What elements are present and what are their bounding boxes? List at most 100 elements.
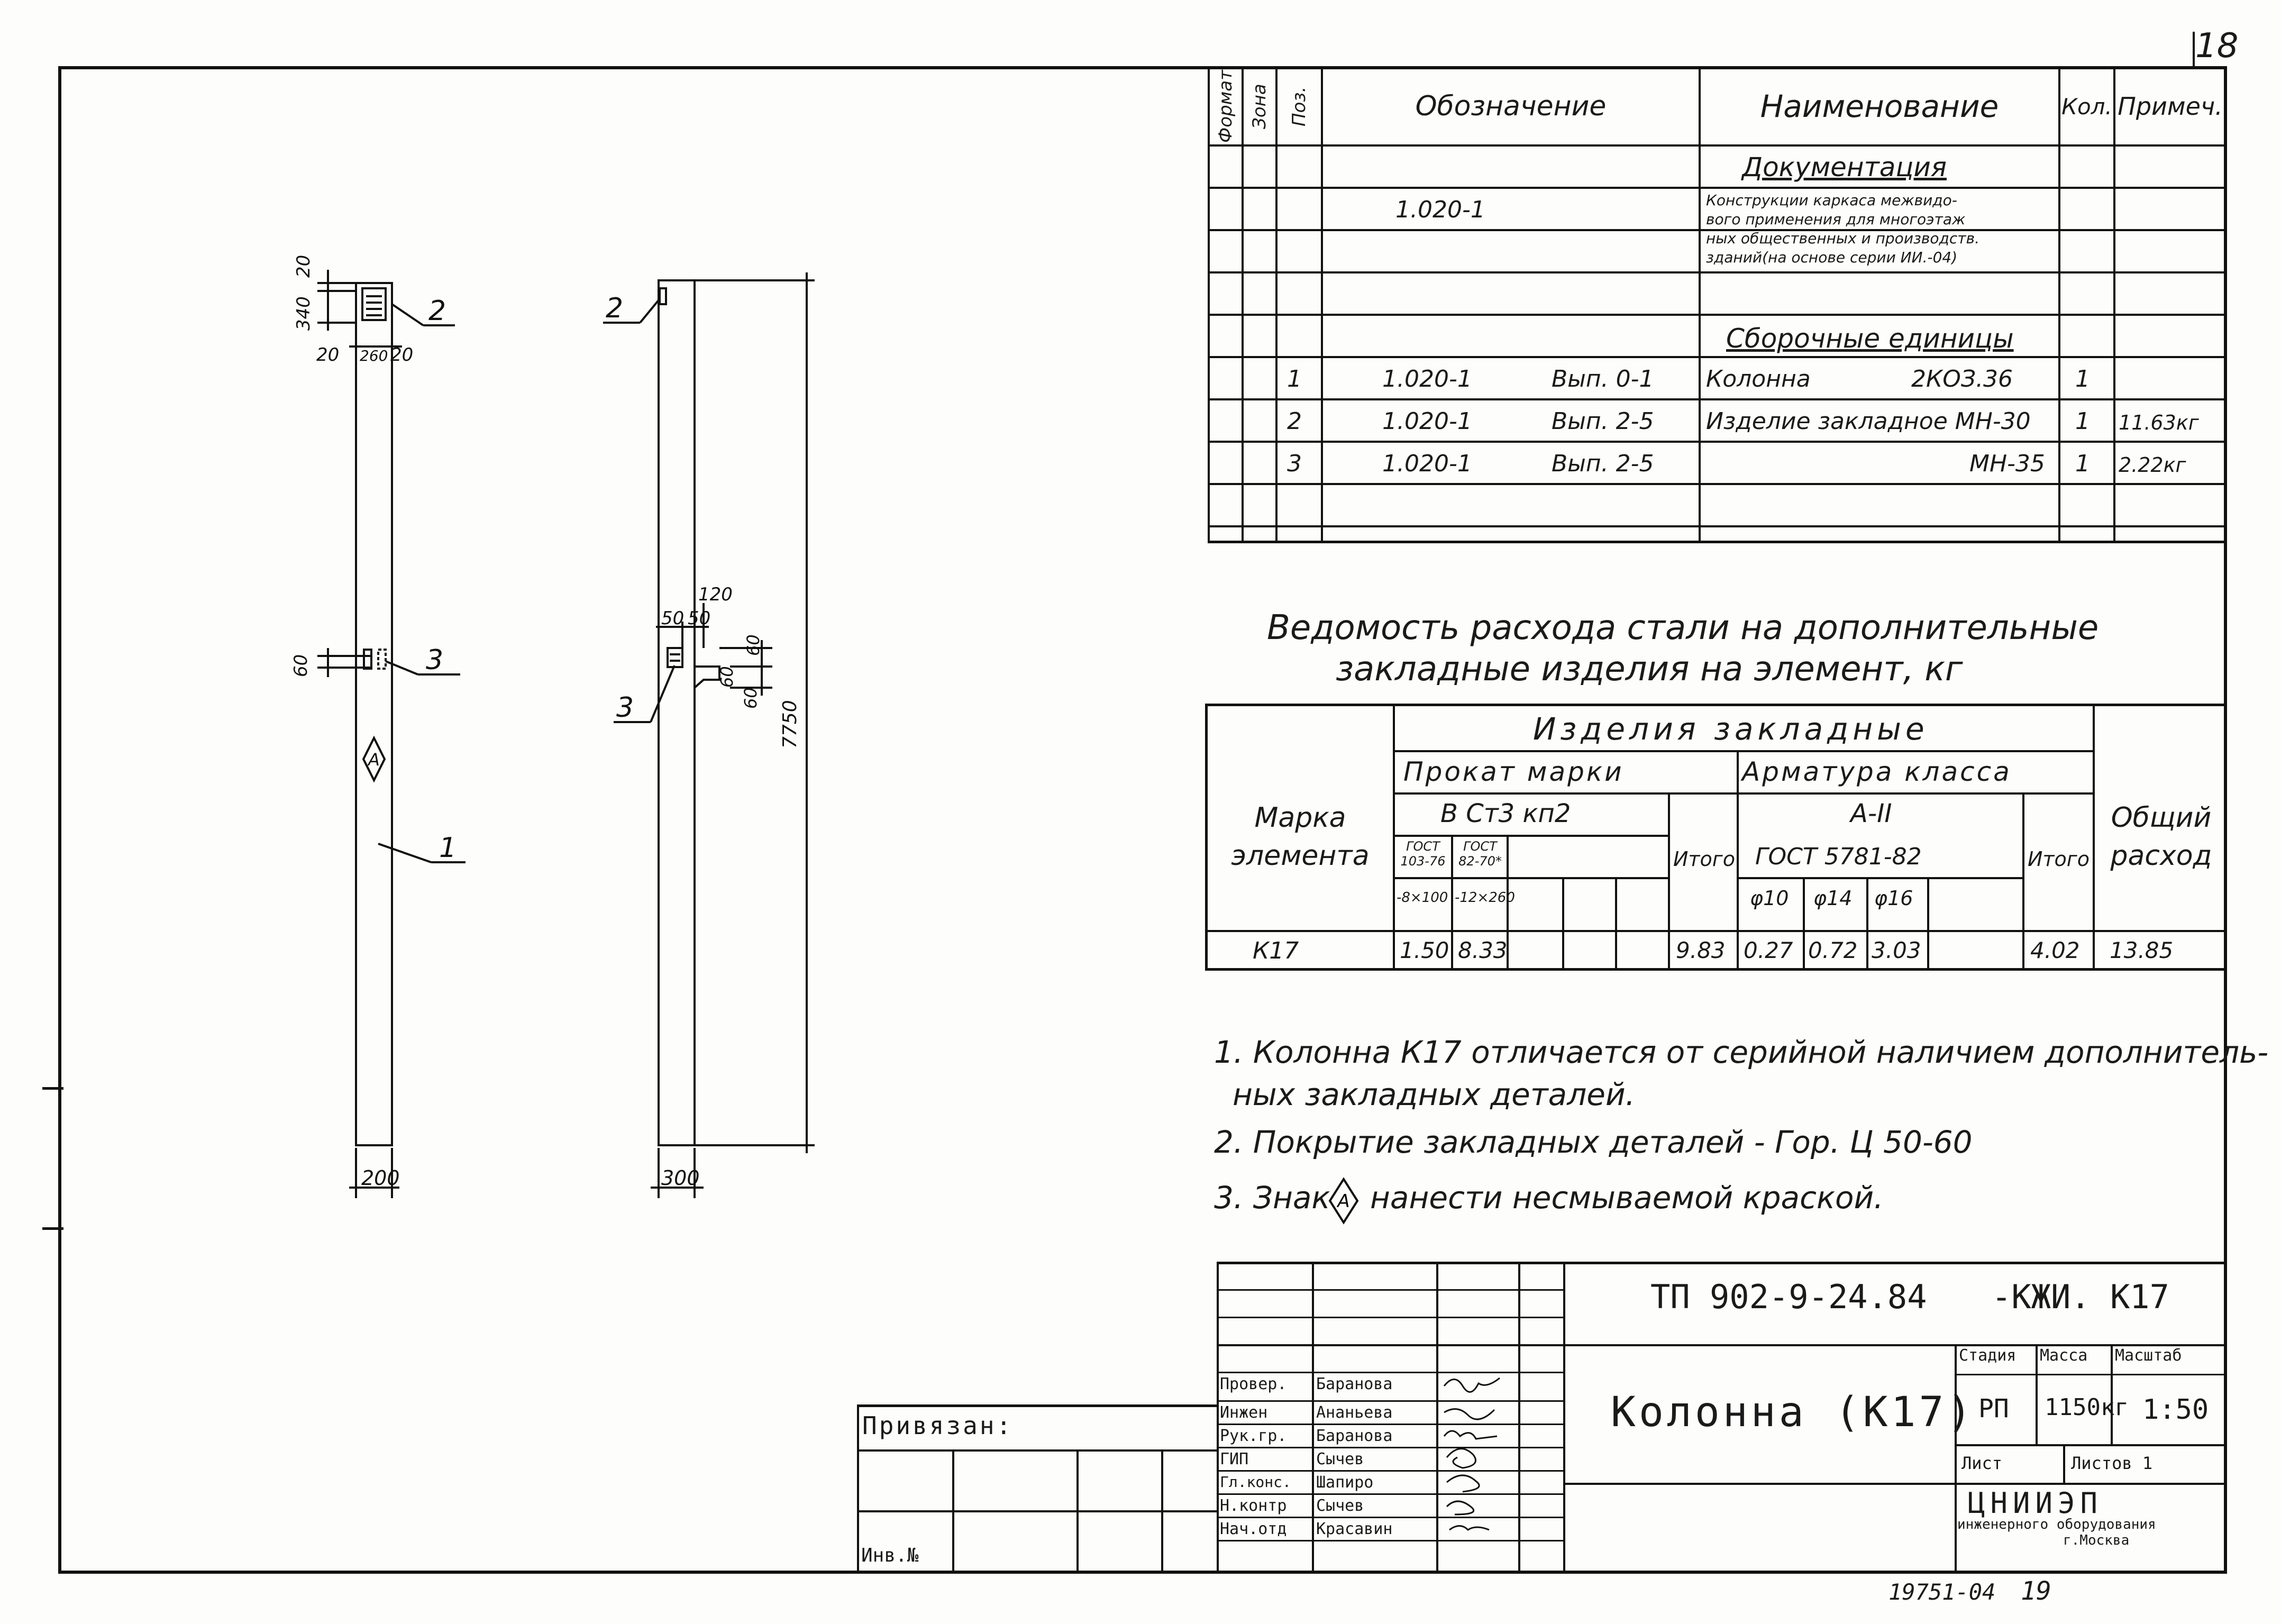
steel-h-size1: -8×100 [1397,890,1448,906]
privyazan-label: Привязан: [862,1411,1014,1440]
svg-text:2: 2 [428,295,446,327]
svg-text:60: 60 [717,666,737,688]
drawing-title: Колонна (К17) [1611,1389,1975,1436]
column-drawing: 20 340 20 260 20 60 200 А 2 3 1 120 50 5… [290,255,815,1198]
column-front-view [355,282,393,1146]
steel-h-d16: φ16 [1874,887,1913,910]
steel-title-line1: Ведомость расхода стали на дополнительны… [1267,608,2099,647]
header-zone: Зона [1242,66,1278,147]
sheets-label: Листов 1 [2071,1453,2153,1473]
page-number: 19 [2021,1576,2051,1606]
staff-role: Нач.отд [1220,1520,1287,1538]
header-pos: Поз. [1275,66,1323,147]
row3-mark: МН-35 [1969,450,2045,477]
svg-text:50: 50 [661,608,684,629]
header-qty: Кол. [2058,66,2115,147]
note-3: 3. Знак [1214,1180,1330,1216]
header-designation: Обозначение [1321,66,1701,147]
steel-h-mark: Марка элемента [1231,802,1370,872]
header-note: Примеч. [2113,66,2227,147]
stage-value: РП [1978,1394,2009,1424]
title-suffix: -КЖИ. К17 [1992,1278,2169,1316]
svg-text:260: 260 [360,347,388,364]
row2-note: 11.63кг [2119,411,2199,434]
header-format: Формат [1208,66,1244,147]
row2-name: Изделие закладное МН-30 [1706,408,2031,435]
row2-designation: 1.020-1 [1382,408,1472,435]
section-assembly-units: Сборочные единицы [1726,323,2014,354]
diamond-sign-icon: А [1328,1177,1359,1225]
stage-label: Стадия [1959,1346,2017,1365]
steel-consumption-table: Изделия закладные Прокат марки Арматура … [1205,704,2227,971]
svg-text:А: А [1336,1191,1349,1212]
org-city: г.Москва [2063,1532,2130,1548]
steel-row-mark: К17 [1253,937,1299,964]
svg-text:1: 1 [439,832,457,864]
title-block: ТП 902-9-24.84 -КЖИ. К17 Колонна (К17) С… [1217,1262,2227,1574]
sheet-number: 18 [2195,26,2239,66]
note-1: 1. Колонна К17 отличается от серийной на… [1214,1034,2269,1070]
svg-text:3: 3 [426,644,443,676]
steel-row-v2: 8.33 [1458,937,1508,963]
header-name: Наименование [1699,66,2060,147]
steel-row-r10: 0.27 [1744,937,1793,963]
column-side-view [658,279,696,1146]
steel-row-r14: 0.72 [1808,937,1858,963]
row1-issue: Вып. 0-1 [1552,366,1654,393]
row1-qty: 1 [2075,366,2090,393]
section-documentation: Документация [1742,152,1947,183]
steel-h-rebar: Арматура класса [1742,756,2012,787]
svg-text:20: 20 [390,344,413,366]
staff-role: Н.контр [1220,1497,1287,1515]
svg-text:120: 120 [698,584,733,605]
staff-name: Шапиро [1316,1473,1374,1492]
steel-h-gost-rebar: ГОСТ 5781-82 [1755,843,1922,870]
steel-row-sub1: 9.83 [1676,937,1726,963]
scale-label: Масштаб [2115,1346,2182,1365]
sheet-label: Лист [1961,1453,2003,1473]
row2-pos: 2 [1287,408,1302,435]
steel-h-d14: φ14 [1813,887,1853,910]
row3-designation: 1.020-1 [1382,450,1472,477]
svg-text:2: 2 [606,293,623,324]
svg-text:20: 20 [316,344,339,366]
steel-h-gost2: ГОСТ 82-70* [1458,839,1502,869]
steel-h-d10: φ10 [1750,887,1789,910]
doc-name: Конструкции каркаса межвидо- вого примен… [1706,191,1980,266]
svg-text:А: А [367,750,380,770]
sheet-number-tick [2193,32,2195,69]
svg-text:7750: 7750 [779,700,801,749]
svg-text:50: 50 [688,608,710,629]
note-2: 2. Покрытие закладных деталей - Гор. Ц 5… [1214,1124,1973,1160]
staff-name: Сычев [1316,1450,1364,1468]
steel-title-line2: закладные изделия на элемент, кг [1336,650,1963,689]
note-1-cont: ных закладных деталей. [1233,1076,1636,1112]
staff-name: Баранова [1316,1427,1393,1445]
svg-text:300: 300 [661,1166,700,1190]
steel-h-grade: В Ст3 кп2 [1440,799,1571,828]
staff-role: Провер. [1220,1375,1287,1393]
row3-pos: 3 [1287,450,1302,477]
staff-name: Ананьева [1316,1403,1393,1422]
steel-h-itogo1: Итого [1673,847,1736,871]
steel-h-class: А-II [1850,799,1892,828]
row2-qty: 1 [2075,408,2090,435]
mass-label: Масса [2040,1346,2088,1365]
steel-h-itogo2: Итого [2028,847,2090,871]
staff-role: Гл.конс. [1220,1473,1291,1491]
steel-row-v1: 1.50 [1400,937,1449,963]
steel-row-sub2: 4.02 [2030,937,2080,963]
steel-h-rolled: Прокат марки [1403,756,1624,787]
svg-text:60: 60 [743,634,763,656]
steel-h-size2: -12×260 [1455,890,1515,906]
specification-table: Формат Зона Поз. Обозначение Наименовани… [1208,66,2227,542]
staff-name: Сычев [1316,1497,1364,1515]
row2-issue: Вып. 2-5 [1552,408,1654,435]
row3-issue: Вып. 2-5 [1552,450,1654,477]
staff-role: Рук.гр. [1220,1427,1287,1445]
row1-mark: 2КОЗ.36 [1911,366,2013,393]
inventory-label: Инв.№ [861,1545,919,1566]
title-code: ТП 902-9-24.84 [1650,1278,1927,1316]
row1-name: Колонна [1706,366,1811,393]
staff-name: Баранова [1316,1375,1393,1393]
